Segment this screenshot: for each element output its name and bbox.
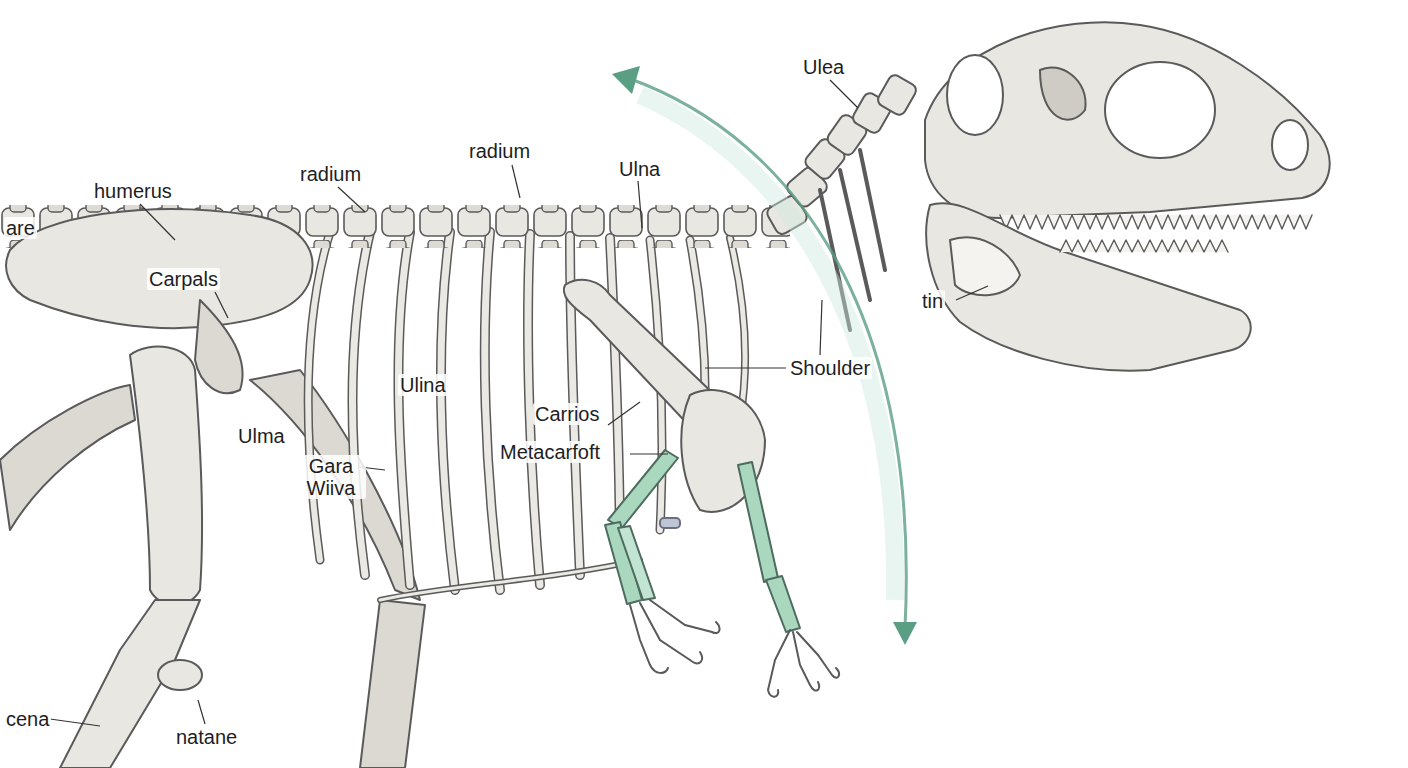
- part-label: natane: [174, 726, 239, 748]
- part-label: Carrios: [533, 403, 601, 425]
- part-label: Carpals: [147, 268, 220, 290]
- part-label: Metacarfoft: [498, 441, 602, 463]
- part-label: Ulna: [617, 158, 662, 180]
- part-label: Gara Wiiva: [296, 455, 366, 499]
- part-label: are: [4, 217, 37, 239]
- part-label: radium: [467, 140, 532, 162]
- part-label: cena: [4, 708, 51, 730]
- part-label: Ulma: [236, 425, 287, 447]
- part-label: radium: [298, 163, 363, 185]
- part-label: Ulina: [398, 374, 448, 396]
- part-label: Ulea: [801, 56, 846, 78]
- part-label: Shoulder: [788, 357, 872, 379]
- part-label: humerus: [92, 180, 174, 202]
- part-label: tin: [920, 290, 945, 312]
